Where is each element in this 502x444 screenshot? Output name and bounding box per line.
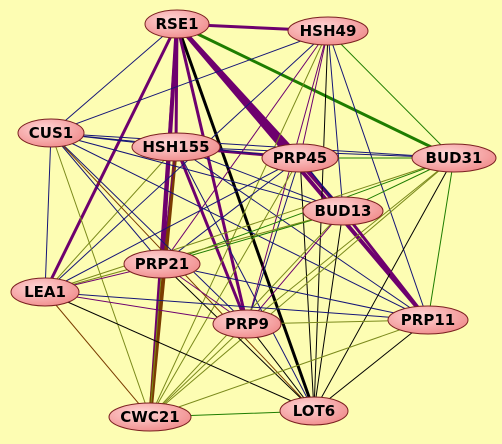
node-prp9[interactable]: PRP9 [212,309,282,339]
edge-bud13-prp9 [246,210,344,325]
edge-hsh49-lea1 [44,30,329,293]
edge-rse1-lot6 [175,22,316,413]
node-ellipse [123,249,201,279]
edge-cus1-bud31 [50,132,455,159]
edge-prp45-lot6 [299,157,315,412]
node-ellipse [10,277,80,307]
edge-prp9-lot6 [246,323,315,412]
edge-hsh49-cwc21 [149,30,329,418]
node-label: CUS1 [29,124,73,142]
edge-hsh49-prp21 [161,30,329,265]
edge-hsh49-bud31 [327,30,455,159]
node-label: HSH49 [300,22,357,40]
node-label: BUD13 [315,202,372,220]
node-label: PRP21 [135,255,189,273]
edge-hsh49-prp45 [299,30,329,159]
node-bud13[interactable]: BUD13 [302,196,384,226]
edge-rse1-prp9 [175,22,249,326]
edge-hsh49-prp11 [327,30,429,321]
edge-prp21-cwc21 [149,263,163,418]
node-cus1[interactable]: CUS1 [17,118,85,148]
edge-bud13-lea1 [44,210,344,293]
node-label: PRP11 [401,311,455,329]
edge-prp45-lea1 [44,157,301,293]
edge-prp11-lot6 [313,319,429,412]
edge-lea1-lot6 [44,291,315,412]
node-label: LOT6 [293,402,335,420]
edge-lea1-cwc21 [44,291,151,418]
edge-prp11-cwc21 [149,319,429,418]
node-label: PRP9 [225,315,269,333]
edge-bud13-lot6 [313,210,344,412]
edge-cus1-bud13 [50,132,344,212]
edge-hsh155-lea1 [44,146,177,293]
node-label: BUD31 [426,149,483,167]
node-label: LEA1 [24,283,66,301]
edge-prp21-prp11 [161,263,429,321]
node-ellipse [411,143,497,173]
node-label: HSH155 [142,138,209,156]
edge-rse1-lea1 [43,22,179,294]
edge-bud31-cwc21 [149,157,455,418]
node-ellipse [261,143,339,173]
edge-rse1-cus1 [50,23,178,134]
edge-rse1-bud31 [175,22,456,160]
node-ellipse [131,132,221,162]
node-hsh49[interactable]: HSH49 [287,16,369,46]
node-hsh155[interactable]: HSH155 [131,132,221,162]
node-ellipse [302,196,384,226]
edge-hsh155-prp11 [175,146,429,321]
edge-rse1-hsh155 [174,22,179,149]
edge-cus1-lea1 [44,132,52,293]
edge-hsh155-cwc21 [148,145,178,419]
node-label: PRP45 [273,149,327,167]
edge-cus1-prp11 [50,132,429,321]
node-ellipse [144,9,210,39]
edge-cus1-prp9 [50,132,248,325]
node-ellipse [212,309,282,339]
node-bud31[interactable]: BUD31 [411,143,497,173]
node-lot6[interactable]: LOT6 [279,396,349,426]
node-rse1[interactable]: RSE1 [144,9,210,39]
edge-cus1-prp21 [50,132,163,265]
node-cwc21[interactable]: CWC21 [108,402,192,432]
node-prp21[interactable]: PRP21 [123,249,201,279]
edge-lea1-prp9 [44,291,248,325]
edge-bud31-lot6 [313,157,455,412]
edge-bud31-prp11 [427,157,455,321]
node-ellipse [387,305,469,335]
node-prp11[interactable]: PRP11 [387,305,469,335]
edge-bud13-prp11 [341,209,430,322]
node-prp45[interactable]: PRP45 [261,143,339,173]
edge-prp45-cwc21 [149,157,301,418]
node-ellipse [287,16,369,46]
node-ellipse [108,402,192,432]
edge-bud31-lea1 [44,157,455,293]
edge-lea1-prp11 [44,291,429,321]
edge-cus1-cwc21 [50,132,151,418]
node-ellipse [279,396,349,426]
edge-bud31-prp9 [246,157,455,325]
edge-hsh155-prp9 [174,145,249,326]
edge-prp9-cwc21 [149,323,248,418]
edge-hsh155-prp21 [161,146,177,265]
node-label: CWC21 [120,408,179,426]
edge-hsh155-lot6 [175,146,315,412]
edge-hsh49-bud13 [327,30,344,212]
edge-hsh49-cus1 [50,30,329,134]
node-ellipse [17,118,85,148]
edge-prp45-prp9 [246,157,301,325]
edge-hsh49-prp9 [246,30,329,325]
node-lea1[interactable]: LEA1 [10,277,80,307]
node-label: RSE1 [155,15,198,33]
